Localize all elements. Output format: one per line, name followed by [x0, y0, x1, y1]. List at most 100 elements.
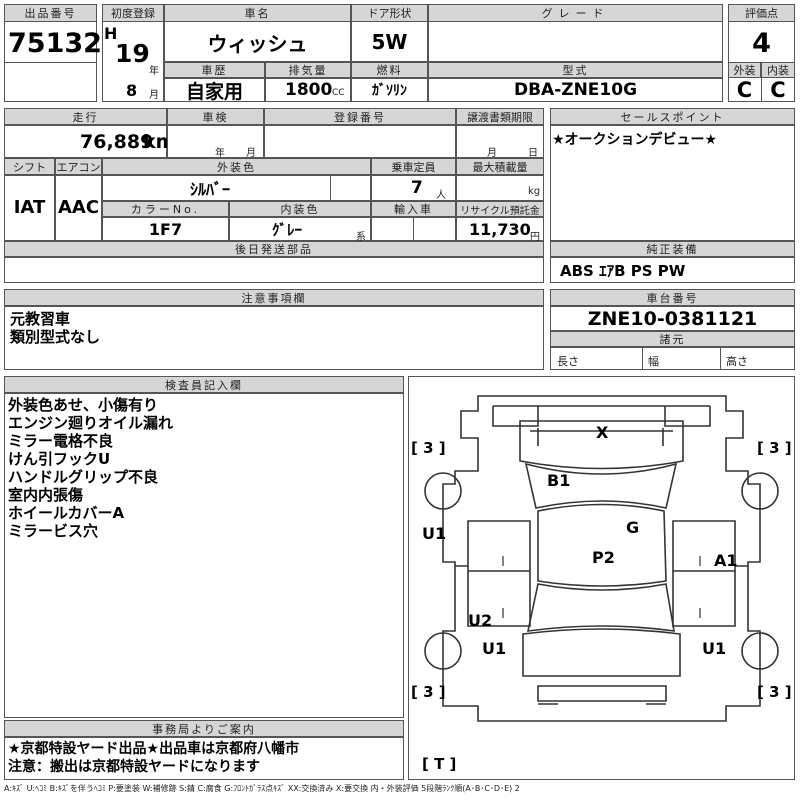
- recycle-value: 11,730: [469, 219, 531, 239]
- first-reg-label: 初度登録: [102, 4, 164, 22]
- inspector-line: ミラー電格不良: [8, 432, 114, 450]
- mark-x: X: [596, 422, 609, 442]
- first-reg-era: H: [104, 23, 118, 43]
- later-parts-label: 後日発送部品: [4, 241, 544, 257]
- registration-box: [264, 125, 456, 158]
- grade-value: [428, 24, 723, 60]
- inspector-line: 室内内張傷: [8, 486, 84, 504]
- lot-number: 75132: [8, 27, 102, 59]
- mileage-value: 76,889: [80, 131, 154, 153]
- history-label: 車歴: [164, 62, 265, 78]
- sales-point-box: [550, 125, 795, 241]
- mark-u1-rear-left: U1: [482, 638, 507, 658]
- model-box: [428, 78, 723, 102]
- model-value: DBA-ZNE10G: [513, 80, 638, 100]
- car-diagram: [424, 395, 779, 722]
- car-name-label: 車名: [164, 4, 351, 22]
- office-line-2: 注意：搬出は京都特設ヤードになります: [8, 759, 260, 775]
- notes-box: [4, 306, 544, 370]
- inspector-line: エンジン廻りオイル漏れ: [8, 414, 174, 432]
- inspection-month-unit: 月: [246, 148, 256, 159]
- shift-value: IAT: [13, 196, 46, 218]
- capacity-unit: 人: [436, 190, 446, 201]
- mark-u1-left: U1: [422, 523, 447, 543]
- specs-box: [550, 347, 795, 370]
- lot-label: 出品番号: [4, 4, 97, 22]
- score-label: 評価点: [728, 4, 795, 22]
- specs-label: 諸元: [550, 331, 795, 347]
- chassis-box: [550, 306, 795, 331]
- specs-length: 長さ: [557, 355, 579, 368]
- import-divider: [413, 217, 414, 241]
- aircon-value: AAC: [57, 196, 100, 218]
- notes-line-2: 類別型式なし: [10, 328, 101, 346]
- tire-rear-left: [ 3 ]: [411, 683, 446, 701]
- interior-color-value: ｸﾞﾚｰ: [272, 220, 303, 239]
- mark-p2: P2: [592, 547, 615, 567]
- score-int-value: C: [770, 78, 786, 102]
- score-value: 4: [752, 27, 771, 59]
- interior-color-suffix: 系: [356, 232, 366, 243]
- specs-divider-1: [642, 347, 643, 370]
- score-int-label: 内装: [761, 62, 795, 78]
- tire-spare: [ T ]: [422, 755, 457, 773]
- inspector-lines: 外装色あせ、小傷有り エンジン廻りオイル漏れ ミラー電格不良 けん引フックU ハ…: [8, 396, 173, 540]
- displacement-label: 排気量: [265, 62, 351, 78]
- tire-rear-right: [ 3 ]: [757, 683, 792, 701]
- inspection-box: [167, 125, 264, 158]
- car-name-value: ウィッシュ: [207, 31, 308, 56]
- inspector-line: ハンドルグリップ不良: [8, 468, 159, 486]
- genuine-equipment-box: [550, 257, 795, 283]
- max-load-label: 最大積載量: [456, 158, 544, 175]
- grade-label: グレード: [428, 4, 723, 22]
- exterior-color-box: [102, 175, 371, 201]
- inspector-line: けん引フックU: [8, 450, 111, 468]
- displacement-unit: CC: [332, 88, 345, 98]
- specs-width: 幅: [648, 355, 659, 368]
- mileage-label: 走行: [4, 108, 167, 125]
- office-line-1: ★京都特設ヤード出品★出品車は京都府八幡市: [8, 741, 300, 757]
- color-no-box: [102, 217, 229, 241]
- score-ext-label: 外装: [728, 62, 761, 78]
- first-reg-year: 19: [115, 38, 150, 68]
- fuel-label: 燃料: [351, 62, 428, 78]
- transfer-label: 譲渡書類期限: [456, 108, 544, 125]
- genuine-equipment-value: ABS ｴｱB PS PW: [560, 261, 686, 280]
- notes-line-1: 元教習車: [10, 310, 71, 328]
- score-ext-value: C: [736, 78, 753, 102]
- recycle-label: リサイクル預託金: [456, 201, 544, 217]
- transfer-box: [456, 125, 544, 158]
- exterior-color-divider: [330, 175, 331, 201]
- aircon-label: エアコン: [55, 158, 102, 175]
- lot-divider: [4, 62, 97, 63]
- exterior-color-label: 外装色: [102, 158, 371, 175]
- import-label: 輸入車: [371, 201, 456, 217]
- first-reg-month: 8: [126, 80, 138, 100]
- mark-a1: A1: [714, 550, 738, 570]
- fuel-value: ｶﾞｿﾘﾝ: [372, 83, 407, 99]
- mark-u1-rear-right: U1: [702, 638, 727, 658]
- notes-label: 注意事項欄: [4, 289, 544, 306]
- mileage-box: [4, 125, 167, 158]
- registration-label: 登録番号: [264, 108, 456, 125]
- recycle-box: [456, 217, 544, 241]
- door-label: ドア形状: [351, 4, 428, 22]
- first-reg-year-unit: 年: [149, 66, 159, 77]
- first-reg-month-unit: 月: [149, 90, 159, 101]
- inspector-line: ホイールカバーA: [8, 504, 125, 522]
- capacity-label: 乗車定員: [371, 158, 456, 175]
- genuine-equipment-label: 純正装備: [550, 241, 795, 257]
- displacement-box: [265, 78, 351, 102]
- history-value: 自家用: [185, 80, 243, 103]
- mark-u2: U2: [468, 610, 493, 630]
- tire-front-left: [ 3 ]: [411, 439, 446, 457]
- specs-height: 高さ: [726, 355, 748, 368]
- chassis-label: 車台番号: [550, 289, 795, 306]
- fuel-box: [351, 78, 428, 102]
- transfer-day-unit: 日: [528, 148, 538, 159]
- mark-g: G: [626, 517, 640, 537]
- model-label: 型式: [428, 62, 723, 78]
- transfer-month-unit: 月: [487, 148, 497, 159]
- specs-divider-2: [720, 347, 721, 370]
- color-no-label: カラーNo.: [102, 201, 229, 217]
